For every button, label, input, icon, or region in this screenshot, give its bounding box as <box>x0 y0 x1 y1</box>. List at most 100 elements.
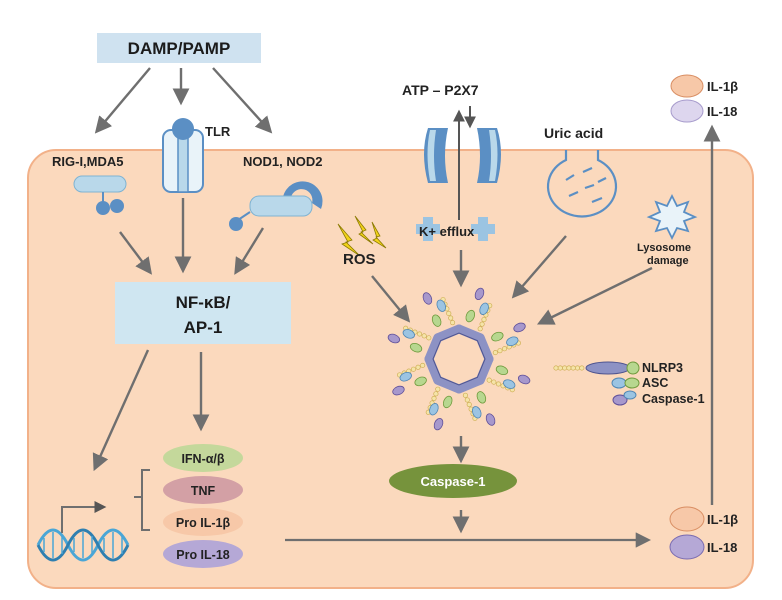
rig-mda-label: RIG-I,MDA5 <box>52 154 124 169</box>
lysosome-label-line1: Lysosome <box>637 242 691 254</box>
mature-il1b <box>669 506 705 532</box>
nfkb-label-line2: AP-1 <box>184 318 223 337</box>
legend-lrr-bead <box>570 365 576 371</box>
legend-casp-icon-a <box>612 394 628 406</box>
secreted-il18-label: IL-18 <box>707 104 737 119</box>
nfkb-label-line1: NF-κB/ <box>176 293 231 312</box>
inflammasome-subunit <box>471 406 482 419</box>
legend-nlrp3-end <box>626 361 640 375</box>
lrr-bead <box>446 310 452 316</box>
pro-il18-label: Pro IL-18 <box>176 548 230 562</box>
legend-lrr-bead <box>562 365 568 371</box>
secreted-il1b <box>670 74 704 98</box>
lrr-bead <box>426 335 432 341</box>
inflammasome-subunit <box>465 309 476 323</box>
lrr-bead <box>492 350 498 356</box>
nod-receptor-icon <box>229 181 323 231</box>
arrow-damp-to-rig <box>94 67 151 134</box>
nod-label: NOD1, NOD2 <box>243 154 322 169</box>
inflammasome-subunit <box>503 379 516 389</box>
lrr-bead <box>450 320 456 326</box>
lrr-bead <box>415 364 421 370</box>
inflammasome-subunit <box>392 385 405 396</box>
inflammasome-subunit <box>517 374 531 385</box>
lrr-bead <box>462 392 468 398</box>
inflammasome-subunit <box>387 333 401 344</box>
pro-il1b-label: Pro IL-1β <box>176 516 231 530</box>
caspase-1-active-label: Caspase-1 <box>420 474 485 489</box>
ros-label: ROS <box>343 251 376 268</box>
atp-p2x7-label: ATP – P2X7 <box>402 82 479 98</box>
inflammasome-subunit <box>409 342 423 353</box>
legend-nlrp3-label: NLRP3 <box>642 361 683 375</box>
uric-acid-label: Uric acid <box>544 125 603 141</box>
ros-lightning-icon <box>337 215 387 257</box>
legend-asc-label: ASC <box>642 376 668 390</box>
tnf-transcript <box>163 476 243 504</box>
tlr-receptor-icon <box>162 118 204 193</box>
lrr-bead <box>479 321 485 327</box>
legend-lrr-bead <box>557 365 563 371</box>
lrr-bead <box>417 331 423 337</box>
lrr-bead <box>497 348 503 354</box>
lrr-bead <box>481 317 487 323</box>
lrr-bead <box>421 333 427 339</box>
arrow-uric-to-inflammasome <box>511 235 567 299</box>
legend-nlrp3-body <box>585 361 631 375</box>
legend-caspase-label: Caspase-1 <box>642 392 705 406</box>
lrr-bead <box>435 386 441 392</box>
inflammasome-subunit <box>513 322 526 333</box>
lrr-bead <box>466 402 472 408</box>
lysosome-damage-icon <box>646 193 698 241</box>
lrr-bead <box>502 346 508 352</box>
lrr-bead <box>486 377 492 383</box>
transcripts-bracket <box>134 469 150 531</box>
rig-mda-receptor-icon <box>73 175 127 215</box>
inflammasome-subunit <box>474 287 485 301</box>
lrr-bead <box>495 381 501 387</box>
nfkb-ap1-box <box>115 282 291 344</box>
arrow-ros-to-inflammasome <box>371 275 411 323</box>
legend-casp-icon-b <box>623 390 637 400</box>
inflammasome-subunit <box>506 336 519 347</box>
lrr-bead <box>491 379 497 385</box>
legend-nlrp3-icon <box>553 365 585 371</box>
arrow-rig-to-nfkb <box>119 231 153 275</box>
mature-il1b-label: IL-1β <box>707 512 738 527</box>
lrr-bead <box>477 326 483 332</box>
legend-lrr-bead <box>579 365 585 371</box>
inflammasome-subunit <box>491 331 504 342</box>
inflammasome-subunit <box>495 365 509 376</box>
lrr-bead <box>464 397 470 403</box>
damp-pamp-box <box>97 33 261 63</box>
legend-asc-icon-b <box>624 377 640 389</box>
uric-acid-vesicle-icon <box>546 150 618 218</box>
tlr-label: TLR <box>205 124 231 139</box>
arrow-damp-to-nod <box>212 67 273 134</box>
legend-lrr-bead <box>553 365 559 371</box>
inflammasome-subunit <box>399 371 412 382</box>
inflammasome-subunit <box>442 395 453 409</box>
inflammasome-subunit <box>436 299 447 312</box>
ifn-transcript <box>163 444 243 472</box>
lrr-bead <box>448 315 454 321</box>
pro-il1b-transcript <box>163 508 243 536</box>
mature-il18 <box>669 534 705 560</box>
inflammasome-subunit <box>476 391 487 404</box>
inflammasome-subunit <box>414 376 427 387</box>
inflammasome-subunit <box>402 329 415 339</box>
transcription-start-arrow <box>61 501 107 533</box>
inflammasome-subunit <box>479 302 489 315</box>
dna-icon <box>36 528 130 562</box>
lrr-bead <box>410 366 416 372</box>
legend-asc-icon-a <box>611 377 627 389</box>
nlrp3-ring-outline <box>432 332 486 386</box>
k-efflux-label: K+ efflux <box>419 224 475 239</box>
lysosome-label-line2: damage <box>647 255 689 267</box>
inflammasome-complex <box>387 287 531 431</box>
arrow-nfkb-to-dna <box>92 349 150 472</box>
secreted-il18 <box>670 99 704 123</box>
caspase-1-active <box>389 464 517 498</box>
